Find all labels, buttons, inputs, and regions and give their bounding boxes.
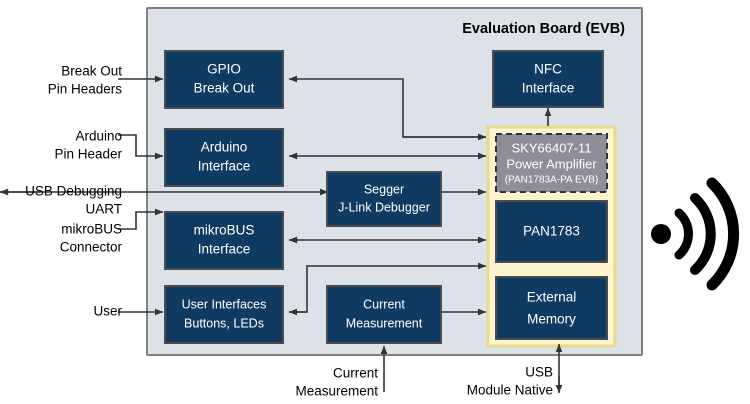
block-power-amplifier[interactable]: SKY66407-11 Power Amplifier (PAN1783A-PA… [495, 133, 608, 193]
external-label-arduino-pin-header-line2: Pin Header [54, 147, 122, 162]
block-arduino-interface-rect [164, 128, 284, 187]
antenna-arc-2 [690, 193, 716, 275]
external-label-break-out-pin-headers: Break Out Pin Headers [48, 64, 123, 97]
block-mikrobus-interface[interactable]: mikroBUS Interface [164, 211, 284, 270]
board-title: Evaluation Board (EVB) [462, 21, 625, 37]
external-label-mikrobus-connector: mikroBUS Connector [60, 222, 123, 255]
antenna-arc-3 [706, 177, 740, 291]
block-segger-rect [326, 171, 442, 227]
block-nfc-interface[interactable]: NFC Interface [492, 50, 604, 108]
external-label-mikrobus-connector-line2: Connector [60, 240, 123, 255]
block-pan1783-label: PAN1783 [523, 224, 580, 239]
connection-lines [0, 75, 563, 394]
external-label-break-out-pin-headers-line1: Break Out [61, 64, 122, 79]
block-arduino-interface-line2: Interface [198, 159, 251, 174]
block-user-interfaces[interactable]: User Interfaces Buttons, LEDs [164, 285, 284, 344]
block-current-measurement-rect [326, 285, 442, 344]
external-label-break-out-pin-headers-line2: Pin Headers [48, 82, 123, 97]
block-user-interfaces-line1: User Interfaces [182, 297, 267, 311]
line-arduino-external [118, 134, 164, 160]
antenna-dot [651, 224, 671, 244]
block-external-memory-line1: External [527, 290, 577, 305]
bottom-label-usb-module-native-line1: USB [525, 365, 553, 380]
block-power-amplifier-name: Power Amplifier [506, 156, 597, 171]
block-arduino-interface[interactable]: Arduino Interface [164, 128, 284, 187]
external-label-user-line1: User [93, 304, 122, 319]
block-gpio-break-out-line2: Break Out [194, 81, 255, 96]
block-user-interfaces-rect [164, 285, 284, 344]
block-user-interfaces-line2: Buttons, LEDs [184, 316, 264, 330]
block-gpio-break-out-rect [164, 50, 284, 109]
external-label-user: User [93, 304, 122, 319]
block-power-amplifier-part-number: SKY66407-11 [512, 140, 592, 155]
bottom-label-current-measurement-line2: Measurement [295, 384, 378, 399]
block-gpio-break-out[interactable]: GPIO Break Out [164, 50, 284, 109]
external-label-arduino-pin-header-line1: Arduino [75, 129, 122, 144]
block-external-memory-rect [495, 276, 608, 340]
antenna-arc-1 [674, 208, 693, 260]
block-current-measurement-line2: Measurement [346, 316, 423, 330]
bottom-label-usb-module-native: USB Module Native [467, 365, 553, 398]
external-label-usb-debugging-uart-line2: UART [85, 202, 122, 217]
block-nfc-interface-line2: Interface [522, 81, 575, 96]
block-pan1783[interactable]: PAN1783 [495, 200, 608, 263]
external-label-mikrobus-connector-line1: mikroBUS [61, 222, 122, 237]
block-segger-line2: J-Link Debugger [338, 200, 430, 214]
block-power-amplifier-evb: (PAN1783A-PA EVB) [505, 175, 599, 186]
block-external-memory-line2: Memory [527, 312, 576, 327]
block-power-amplifier-rect [495, 133, 608, 193]
block-mikrobus-interface-rect [164, 211, 284, 270]
bottom-label-usb-module-native-line2: Module Native [467, 383, 553, 398]
block-segger-line1: Segger [364, 182, 404, 196]
block-mikrobus-interface-line1: mikroBUS [194, 223, 255, 238]
external-label-usb-debugging-uart-line1: USB Debugging [25, 184, 122, 199]
block-external-memory[interactable]: External Memory [495, 276, 608, 340]
block-arduino-interface-line1: Arduino [201, 140, 248, 155]
line-mikrobus-external [118, 208, 164, 230]
block-nfc-interface-line1: NFC [534, 62, 562, 77]
bottom-label-current-measurement: Current Measurement [295, 366, 378, 399]
block-pan1783-rect [495, 200, 608, 263]
block-current-measurement[interactable]: Current Measurement [326, 285, 442, 344]
external-label-arduino-pin-header: Arduino Pin Header [54, 129, 122, 162]
block-nfc-interface-rect [492, 50, 604, 108]
block-current-measurement-line1: Current [363, 297, 405, 311]
external-label-usb-debugging-uart: USB Debugging UART [25, 184, 122, 217]
bottom-label-current-measurement-line1: Current [333, 366, 378, 381]
block-mikrobus-interface-line2: Interface [198, 242, 251, 257]
block-segger-jlink-debugger[interactable]: Segger J-Link Debugger [326, 171, 442, 227]
wireless-antenna-icon [651, 177, 740, 291]
block-gpio-break-out-line1: GPIO [207, 62, 241, 77]
